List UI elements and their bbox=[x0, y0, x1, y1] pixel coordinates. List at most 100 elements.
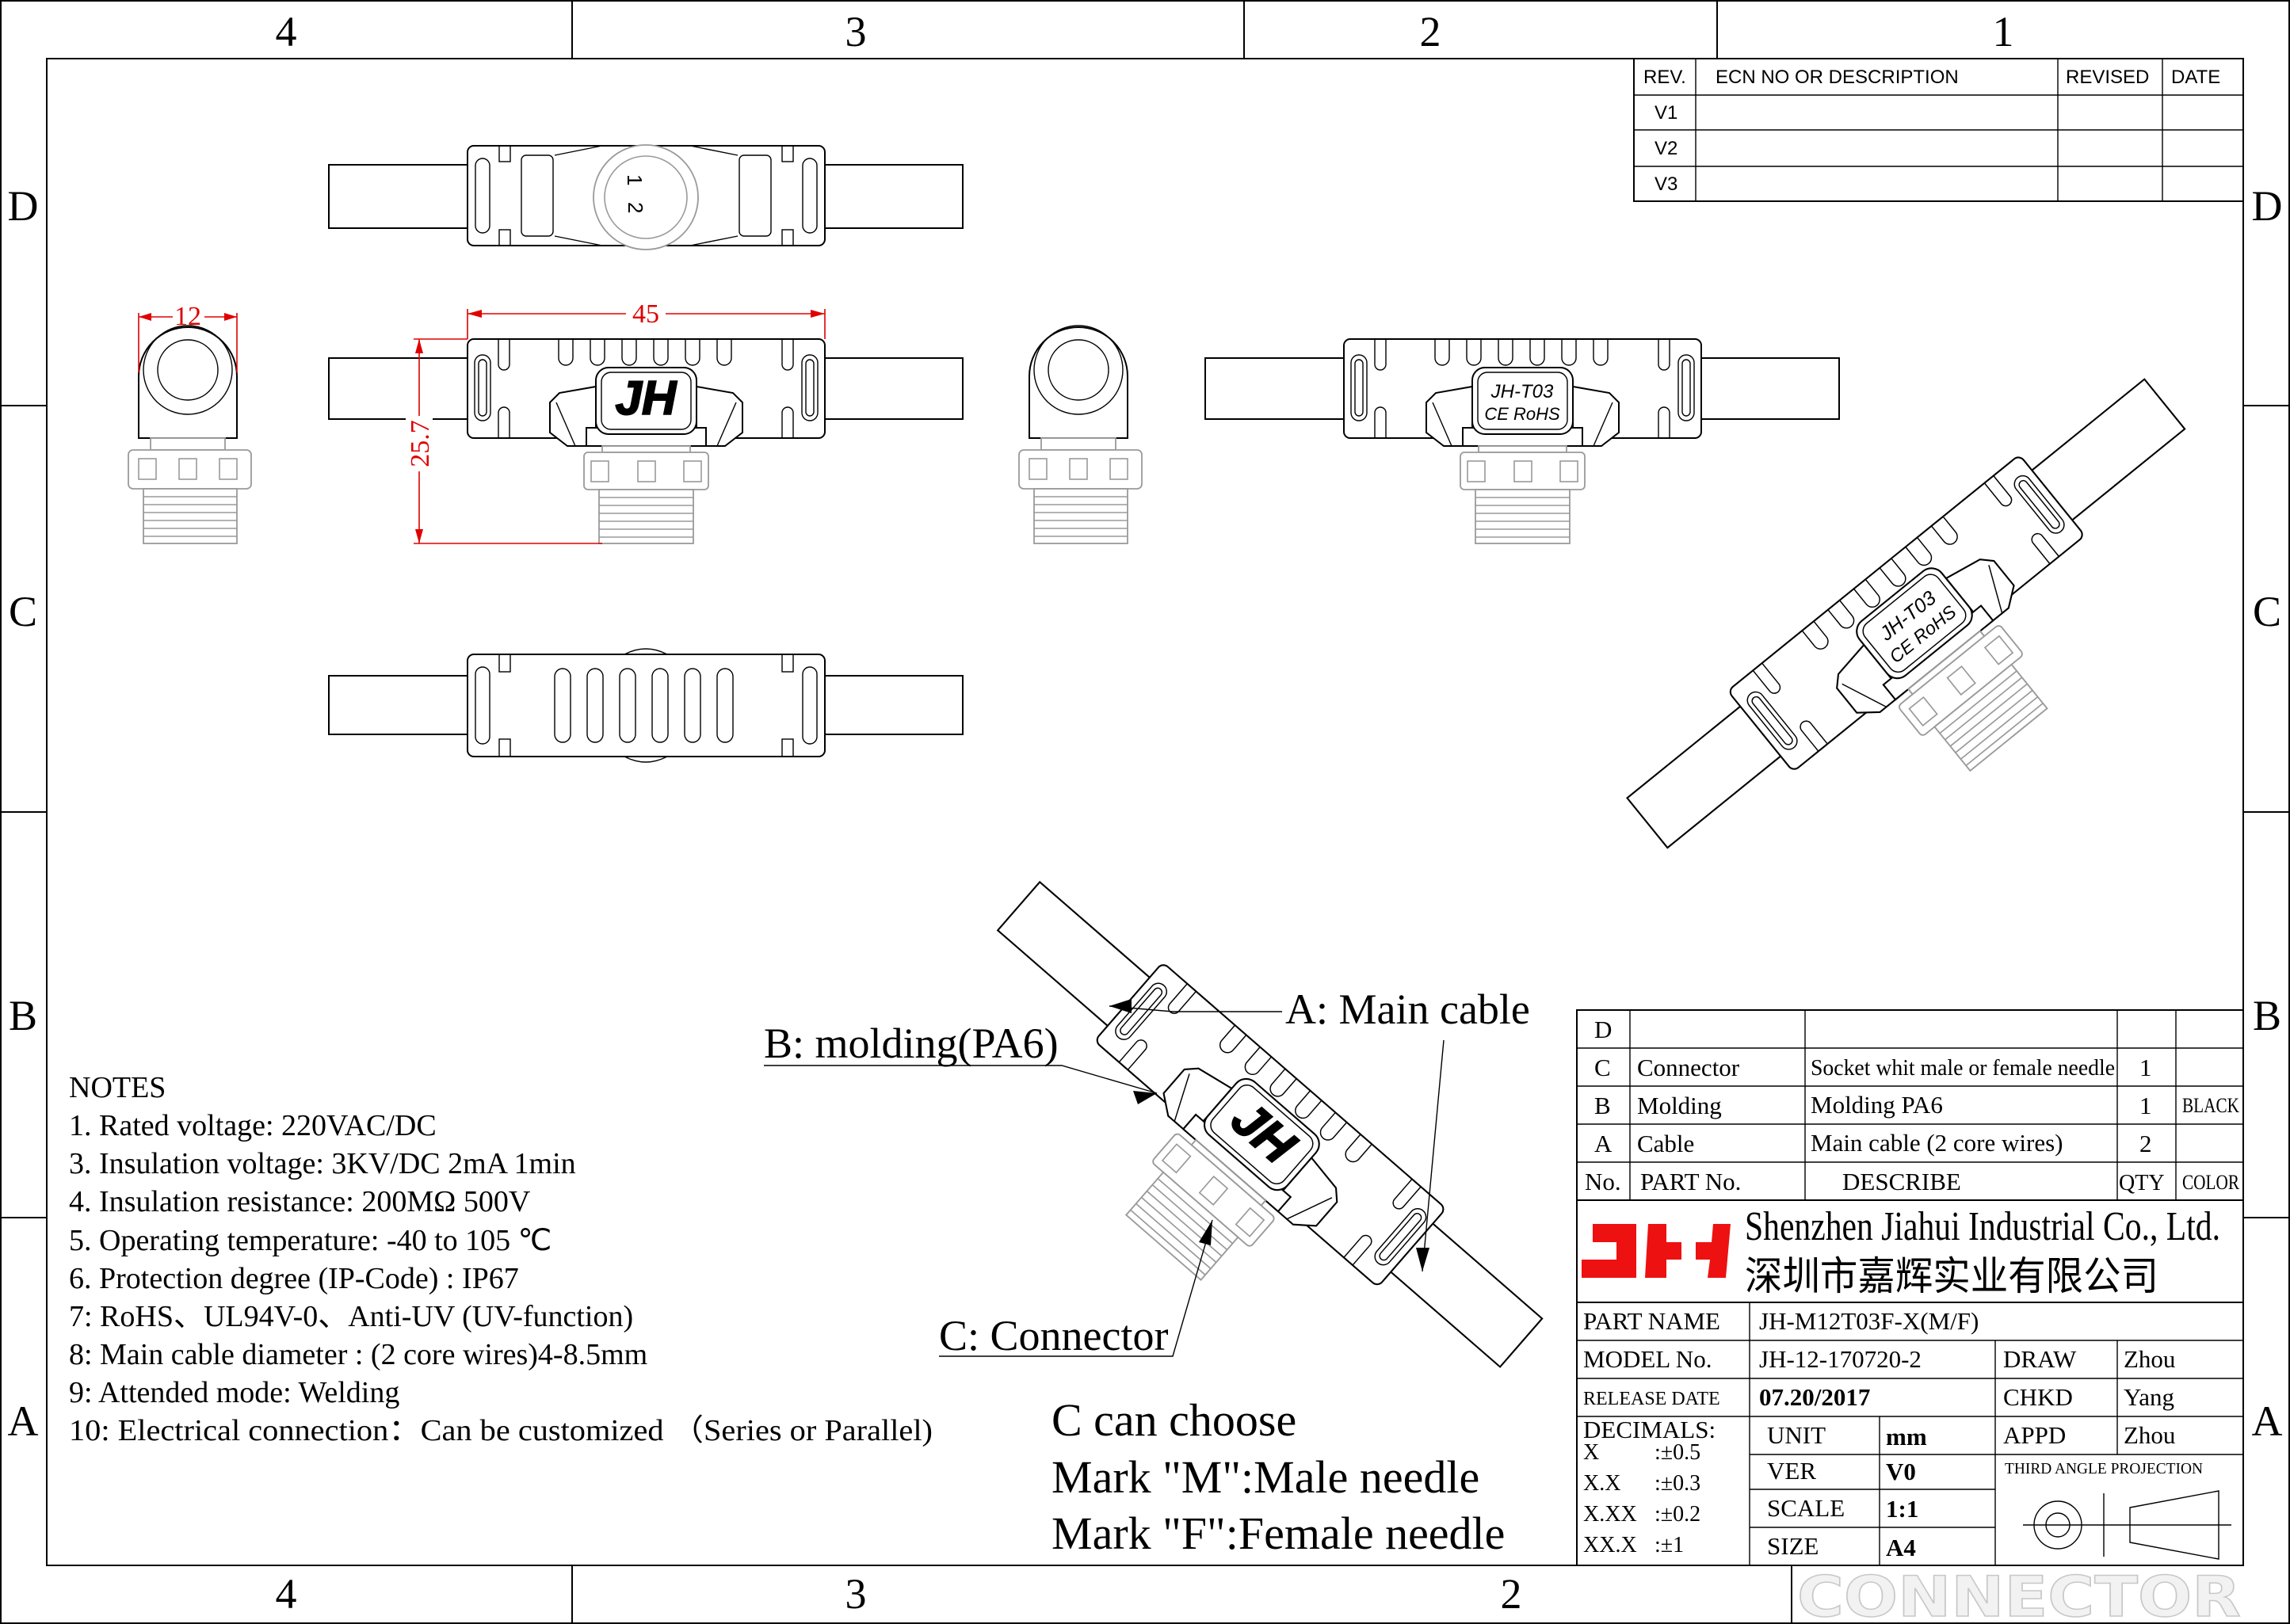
company-block: Shenzhen Jiahui Industrial Co., Ltd. 深圳市… bbox=[1576, 1199, 2244, 1303]
revision-table: REV. ECN NO OR DESCRIPTION REVISED DATE … bbox=[1633, 58, 2244, 202]
zone-right-b: B bbox=[2253, 992, 2281, 1039]
decimal-tolerance: :±1 bbox=[1655, 1533, 1684, 1557]
decimals-label: DECIMALS: bbox=[1583, 1416, 1716, 1443]
callout-main-cable: A: Main cable bbox=[1285, 985, 1530, 1033]
zone-left-c: C bbox=[9, 588, 37, 635]
model-mark: JH-T03 bbox=[1490, 381, 1554, 402]
unit-value: mm bbox=[1886, 1423, 1927, 1451]
rev-header-revised: REVISED bbox=[2066, 67, 2149, 88]
parts-row-c-part: Connector bbox=[1637, 1054, 1740, 1081]
notes: NOTES 1. Rated voltage: 220VAC/DC 3. Ins… bbox=[69, 1071, 933, 1447]
parts-table: D C Connector Socket whit male or female… bbox=[1576, 1009, 2244, 1201]
note-item: 10: Electrical connection：Can be customi… bbox=[69, 1414, 933, 1447]
zone-right-d: D bbox=[2252, 182, 2283, 230]
appd-value: Zhou bbox=[2124, 1421, 2175, 1449]
zone-top-4: 4 bbox=[276, 8, 297, 55]
zone-top-2: 2 bbox=[1420, 8, 1441, 55]
parts-row-b-color: BLACK bbox=[2182, 1094, 2239, 1117]
pin-label-1: 1 bbox=[623, 174, 647, 185]
front-view-left: JH bbox=[328, 338, 964, 544]
company-name-cn: 深圳市嘉辉实业有限公司 bbox=[1745, 1254, 2158, 1298]
part-name-value: JH-M12T03F-X(M/F) bbox=[1759, 1307, 1979, 1335]
parts-row-b-part: Molding bbox=[1637, 1092, 1722, 1119]
bottom-view bbox=[328, 648, 964, 763]
cert-mark: CE RoHS bbox=[1484, 404, 1560, 424]
release-label: RELEASE DATE bbox=[1583, 1389, 1720, 1409]
company-name-en: Shenzhen Jiahui Industrial Co., Ltd. bbox=[1745, 1204, 2220, 1249]
rev-header-date: DATE bbox=[2171, 67, 2220, 88]
zone-top-3: 3 bbox=[845, 8, 867, 55]
dimension-25-7-label: 25.7 bbox=[406, 420, 435, 467]
callout-connector: C: Connector bbox=[939, 1312, 1168, 1359]
decimal-tolerance: :±0.5 bbox=[1655, 1440, 1700, 1465]
rev-header-description: ECN NO OR DESCRIPTION bbox=[1716, 67, 1959, 88]
parts-header-qty: QTY bbox=[2119, 1171, 2165, 1195]
title-block: PART NAME JH-M12T03F-X(M/F) MODEL No. JH… bbox=[1576, 1302, 2244, 1566]
callout-molding: B: molding(PA6) bbox=[764, 1020, 1059, 1067]
parts-row-b-no: B bbox=[1594, 1092, 1611, 1119]
zone-right-a: A bbox=[2252, 1397, 2283, 1445]
size-value: A4 bbox=[1886, 1534, 1916, 1561]
scale-label: SCALE bbox=[1767, 1494, 1845, 1522]
dimension-45: 45 bbox=[467, 299, 826, 339]
company-logo bbox=[1582, 1224, 1731, 1278]
parts-row-c-qty: 1 bbox=[2139, 1054, 2152, 1081]
unit-label: UNIT bbox=[1767, 1421, 1826, 1449]
front-view-right: JH-T03 CE RoHS bbox=[1204, 338, 1840, 544]
option-notes: C can choose Mark "M":Male needle Mark "… bbox=[1051, 1394, 1505, 1559]
ver-value: V0 bbox=[1886, 1458, 1916, 1485]
decimal-key: X bbox=[1583, 1440, 1599, 1465]
part-name-label: PART NAME bbox=[1583, 1307, 1720, 1335]
decimal-tolerance: :±0.3 bbox=[1655, 1471, 1700, 1496]
parts-header-color: COLOR bbox=[2182, 1171, 2240, 1194]
callouts: A: Main cable B: molding(PA6) C: Connect… bbox=[764, 985, 1530, 1359]
ver-label: VER bbox=[1767, 1457, 1816, 1485]
parts-row-c-describe: Socket whit male or female needle bbox=[1811, 1056, 2115, 1081]
parts-row-a-describe: Main cable (2 core wires) bbox=[1811, 1129, 2063, 1157]
parts-header-part: PART No. bbox=[1640, 1168, 1741, 1195]
parts-row-b-describe: Molding PA6 bbox=[1811, 1091, 1943, 1119]
dimension-45-label: 45 bbox=[632, 299, 659, 329]
scale-value: 1:1 bbox=[1886, 1495, 1918, 1523]
dimension-12: 12 bbox=[138, 301, 238, 372]
choose-line-1: C can choose bbox=[1051, 1394, 1296, 1446]
decimal-key: X.XX bbox=[1583, 1502, 1637, 1527]
rev-row-v1: V1 bbox=[1655, 102, 1677, 124]
rev-row-v2: V2 bbox=[1655, 138, 1677, 159]
parts-row-a-qty: 2 bbox=[2139, 1130, 2152, 1157]
zone-left-d: D bbox=[8, 182, 39, 230]
note-item: 8: Main cable diameter : (2 core wires)4… bbox=[69, 1338, 647, 1371]
size-label: SIZE bbox=[1767, 1532, 1819, 1560]
projection-label: THIRD ANGLE PROJECTION bbox=[2005, 1460, 2203, 1477]
note-item: 4. Insulation resistance: 200MΩ 500V bbox=[69, 1185, 531, 1218]
watermark: CONNECTOR bbox=[1797, 1565, 2241, 1624]
side-view-left bbox=[128, 325, 252, 544]
third-angle-projection-symbol bbox=[2023, 1490, 2231, 1560]
zone-labels: 4 3 2 1 4 3 2 D C B A D C B A bbox=[8, 8, 2283, 1618]
pin-label-2: 2 bbox=[624, 202, 647, 213]
note-item: 7: RoHS、UL94V-0、Anti-UV (UV-function) bbox=[69, 1300, 633, 1333]
isometric-view-callout: JH bbox=[910, 866, 1556, 1466]
parts-header-describe: DESCRIBE bbox=[1842, 1168, 1961, 1195]
note-item: 6. Protection degree (IP-Code) : IP67 bbox=[69, 1262, 519, 1295]
parts-row-a-part: Cable bbox=[1637, 1130, 1694, 1157]
chkd-value: Yang bbox=[2124, 1383, 2174, 1411]
zone-top-1: 1 bbox=[1993, 8, 2014, 55]
zone-right-c: C bbox=[2253, 588, 2281, 635]
decimal-key: XX.X bbox=[1583, 1533, 1637, 1557]
dimension-25-7: 25.7 bbox=[406, 338, 602, 544]
model-label: MODEL No. bbox=[1583, 1345, 1712, 1373]
choose-line-3: Mark "F":Female needle bbox=[1051, 1508, 1505, 1559]
parts-row-d-no: D bbox=[1594, 1016, 1612, 1043]
note-item: 5. Operating temperature: -40 to 105 ℃ bbox=[69, 1224, 552, 1257]
draw-value: Zhou bbox=[2124, 1345, 2175, 1373]
draw-label: DRAW bbox=[2003, 1345, 2077, 1373]
zone-left-a: A bbox=[8, 1397, 39, 1445]
notes-title: NOTES bbox=[69, 1071, 166, 1104]
chkd-label: CHKD bbox=[2003, 1383, 2073, 1411]
parts-row-c-no: C bbox=[1594, 1054, 1611, 1081]
parts-row-b-qty: 1 bbox=[2139, 1092, 2152, 1119]
decimal-key: X.X bbox=[1583, 1471, 1620, 1496]
